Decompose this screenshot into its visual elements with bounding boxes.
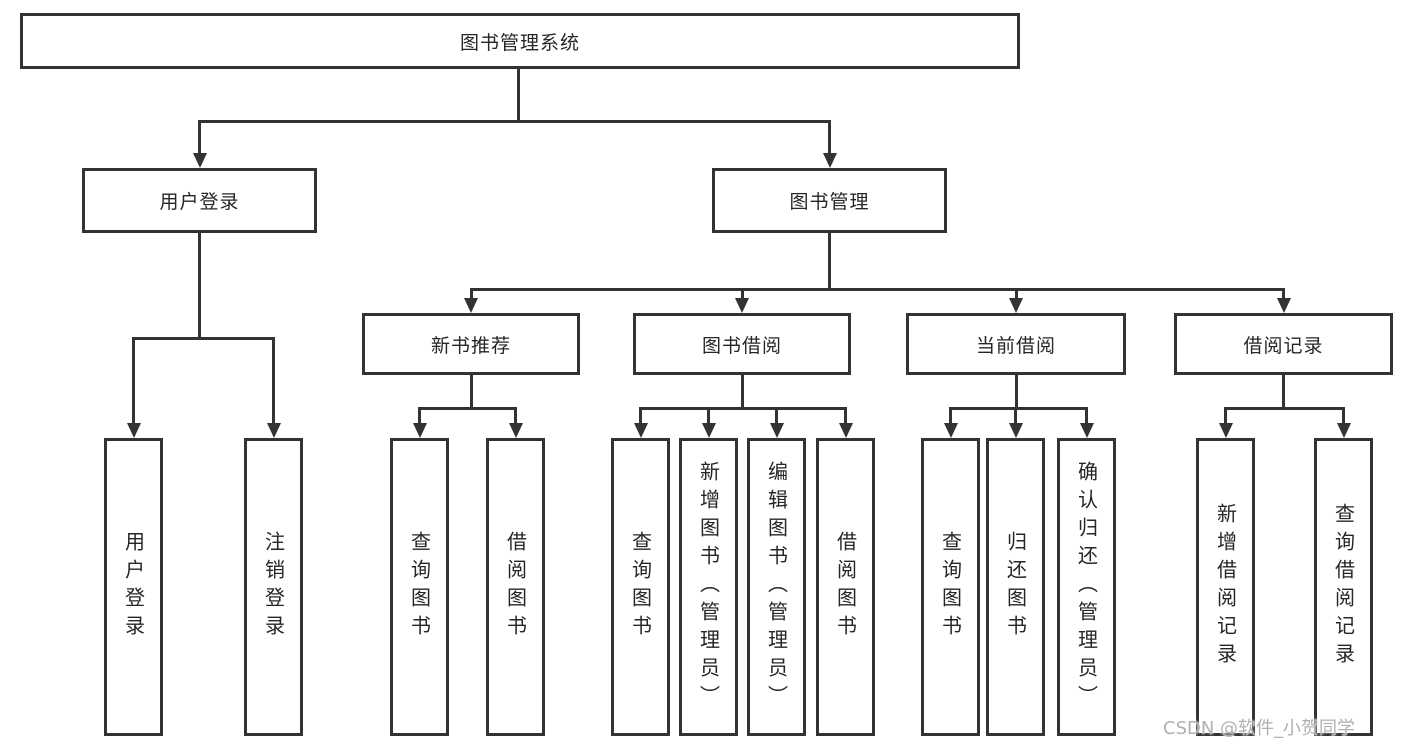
node-borrowing-records: 借阅记录 [1174, 313, 1393, 375]
arrow-to-leaf-logout-icon [267, 423, 281, 438]
arrow-to-cb-return-icon [1009, 423, 1023, 438]
connector-book-management-stem [828, 233, 831, 291]
node-new-book-recommend: 新书推荐 [362, 313, 580, 375]
connector-to-leaf-logout-stem [272, 337, 275, 423]
leaf-nbr-query-books: 查询图书 [390, 438, 449, 736]
connector-root-stem [517, 69, 520, 123]
connector-book-borrowing-branch [639, 407, 847, 410]
node-label: 新增图书（管理员） [696, 461, 721, 713]
arrow-to-br-query-icon [1337, 423, 1351, 438]
node-book-borrowing: 图书借阅 [633, 313, 851, 375]
connector-to-bb-borrow-stem [844, 407, 847, 423]
arrow-to-user-login-icon [193, 153, 207, 168]
connector-to-bb-edit-stem [775, 407, 778, 423]
connector-current-borrowing-stem2 [1015, 375, 1018, 410]
connector-current-borrowing-branch [949, 407, 1088, 410]
node-label: 查询图书 [628, 531, 653, 643]
arrow-to-current-borrowing-icon [1009, 298, 1023, 313]
arrow-to-new-book-icon [464, 298, 478, 313]
connector-root-branch [198, 120, 831, 123]
node-label: 新书推荐 [430, 334, 511, 357]
node-label: 用户登录 [121, 531, 146, 643]
arrow-to-book-management-icon [823, 153, 837, 168]
connector-to-user-login-stem [198, 120, 201, 153]
arrow-to-nbr-query-icon [413, 423, 427, 438]
csdn-watermark: CSDN @软件_小贺同学 [1163, 718, 1356, 739]
connector-to-br-add-stem [1224, 407, 1227, 423]
connector-borrowing-records-branch [1224, 407, 1345, 410]
arrow-to-bb-add-icon [702, 423, 716, 438]
node-book-management-branch: 图书管理 [712, 168, 947, 233]
leaf-nbr-borrow-books: 借阅图书 [486, 438, 545, 736]
node-label: 当前借阅 [975, 334, 1056, 357]
connector-to-current-borrowing-stem [1015, 288, 1018, 298]
connector-to-nbr-borrow-stem [514, 407, 517, 423]
leaf-logout: 注销登录 [244, 438, 303, 736]
connector-user-login-stem [198, 233, 201, 340]
arrow-to-bb-borrow-icon [839, 423, 853, 438]
node-label: 注销登录 [261, 531, 286, 643]
node-label: 图书管理系统 [459, 31, 580, 54]
leaf-cb-query-books: 查询图书 [921, 438, 980, 736]
node-label: 查询图书 [938, 531, 963, 643]
connector-new-book-branch [418, 407, 517, 410]
arrow-to-cb-query-icon [944, 423, 958, 438]
connector-to-borrowing-records-stem [1282, 288, 1285, 298]
arrow-to-borrowing-records-icon [1277, 298, 1291, 313]
node-label: 查询借阅记录 [1331, 503, 1356, 671]
node-label: 图书借阅 [701, 334, 782, 357]
arrow-to-br-add-icon [1219, 423, 1233, 438]
connector-to-new-book-stem [470, 288, 473, 298]
connector-to-bb-query-stem [639, 407, 642, 423]
connector-to-cb-query-stem [949, 407, 952, 423]
node-user-login-branch: 用户登录 [82, 168, 317, 233]
connector-to-cb-return-stem [1014, 407, 1017, 423]
connector-to-nbr-query-stem [418, 407, 421, 423]
leaf-bb-query-books: 查询图书 [611, 438, 670, 736]
node-label: 新增借阅记录 [1213, 503, 1238, 671]
arrow-to-bb-query-icon [634, 423, 648, 438]
node-label: 图书管理 [789, 191, 870, 213]
arrow-to-bb-edit-icon [770, 423, 784, 438]
connector-book-borrowing-stem2 [741, 375, 744, 410]
node-label: 归还图书 [1003, 531, 1028, 643]
arrow-to-nbr-borrow-icon [509, 423, 523, 438]
arrow-to-leaf-user-login-icon [127, 423, 141, 438]
node-label: 用户登录 [159, 191, 240, 213]
connector-user-login-branch [132, 337, 275, 340]
leaf-br-query-record: 查询借阅记录 [1314, 438, 1373, 736]
leaf-user-login: 用户登录 [104, 438, 163, 736]
leaf-cb-return-books: 归还图书 [986, 438, 1045, 736]
leaf-bb-edit-books-admin: 编辑图书（管理员） [747, 438, 806, 736]
connector-borrowing-records-stem2 [1282, 375, 1285, 410]
leaf-cb-confirm-return-admin: 确认归还（管理员） [1057, 438, 1116, 736]
node-label: 确认归还（管理员） [1074, 461, 1099, 713]
connector-to-cb-confirm-stem [1085, 407, 1088, 423]
connector-to-bb-add-stem [707, 407, 710, 423]
arrow-to-book-borrowing-icon [735, 298, 749, 313]
leaf-br-add-record: 新增借阅记录 [1196, 438, 1255, 736]
connector-book-management-branch [470, 288, 1284, 291]
node-label: 借阅图书 [833, 531, 858, 643]
node-label: 查询图书 [407, 531, 432, 643]
arrow-to-cb-confirm-icon [1080, 423, 1094, 438]
node-label: 借阅记录 [1243, 334, 1324, 357]
leaf-bb-borrow-books: 借阅图书 [816, 438, 875, 736]
connector-new-book-stem [470, 375, 473, 410]
connector-to-br-query-stem [1342, 407, 1345, 423]
connector-to-book-borrowing-stem [741, 288, 744, 298]
connector-to-book-management-stem [828, 120, 831, 153]
leaf-bb-add-books-admin: 新增图书（管理员） [679, 438, 738, 736]
node-root-library-management-system: 图书管理系统 [20, 13, 1020, 69]
node-label: 借阅图书 [503, 531, 528, 643]
connector-to-leaf-user-login-stem [132, 337, 135, 423]
node-current-borrowing: 当前借阅 [906, 313, 1126, 375]
node-label: 编辑图书（管理员） [764, 461, 789, 713]
